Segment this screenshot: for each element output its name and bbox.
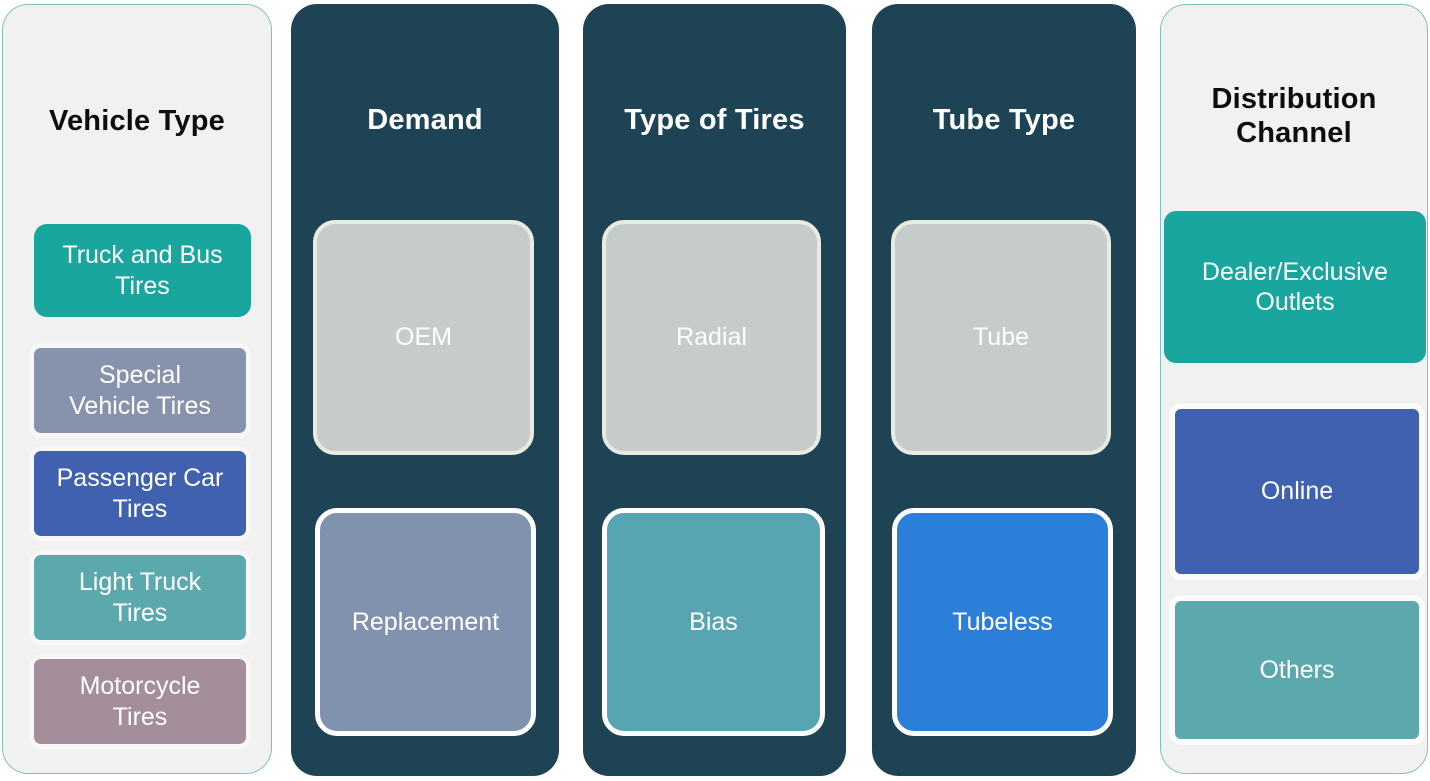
card-replacement[interactable]: Replacement bbox=[315, 508, 536, 736]
card-dealer-exclusive-outlets[interactable]: Dealer/Exclusive Outlets bbox=[1164, 211, 1426, 363]
card-label: Truck and Bus Tires bbox=[62, 241, 223, 300]
card-passenger-car-tires[interactable]: Passenger Car Tires bbox=[29, 446, 251, 541]
card-label: Light Truck Tires bbox=[78, 568, 202, 627]
column-title-distribution-channel: Distribution Channel bbox=[1211, 83, 1377, 149]
card-online[interactable]: Online bbox=[1169, 403, 1425, 580]
card-label: Others bbox=[1259, 655, 1335, 684]
card-label: OEM bbox=[395, 323, 452, 352]
card-radial[interactable]: Radial bbox=[602, 220, 821, 455]
card-motorcycle-tires[interactable]: Motorcycle Tires bbox=[29, 654, 251, 749]
card-label: Motorcycle Tires bbox=[79, 672, 201, 731]
card-label: Special Vehicle Tires bbox=[69, 361, 211, 420]
card-label: Passenger Car Tires bbox=[56, 464, 224, 523]
card-others[interactable]: Others bbox=[1169, 595, 1425, 745]
column-distribution-channel: Distribution Channel Dealer/Exclusive Ou… bbox=[1160, 4, 1428, 774]
column-vehicle-type: Vehicle Type Truck and Bus Tires Special… bbox=[2, 4, 272, 774]
column-title-vehicle-type: Vehicle Type bbox=[49, 105, 225, 137]
card-truck-and-bus-tires[interactable]: Truck and Bus Tires bbox=[34, 224, 251, 317]
card-label: Tubeless bbox=[952, 607, 1053, 636]
card-label: Tube bbox=[972, 323, 1030, 352]
card-label: Online bbox=[1260, 477, 1334, 506]
column-type-of-tires: Type of Tires Radial Bias bbox=[583, 4, 846, 776]
card-bias[interactable]: Bias bbox=[602, 508, 825, 736]
card-oem[interactable]: OEM bbox=[313, 220, 534, 455]
card-tube[interactable]: Tube bbox=[891, 220, 1111, 455]
column-title-type-of-tires: Type of Tires bbox=[624, 104, 805, 136]
column-demand: Demand OEM Replacement bbox=[291, 4, 559, 776]
card-label: Dealer/Exclusive Outlets bbox=[1201, 257, 1389, 317]
card-label: Bias bbox=[689, 607, 738, 636]
column-tube-type: Tube Type Tube Tubeless bbox=[872, 4, 1136, 776]
card-label: Radial bbox=[676, 323, 747, 352]
column-title-tube-type: Tube Type bbox=[932, 104, 1076, 136]
card-special-vehicle-tires[interactable]: Special Vehicle Tires bbox=[29, 343, 251, 438]
column-title-demand: Demand bbox=[367, 104, 483, 136]
card-label: Replacement bbox=[351, 607, 500, 636]
card-light-truck-tires[interactable]: Light Truck Tires bbox=[29, 550, 251, 645]
card-tubeless[interactable]: Tubeless bbox=[892, 508, 1113, 736]
